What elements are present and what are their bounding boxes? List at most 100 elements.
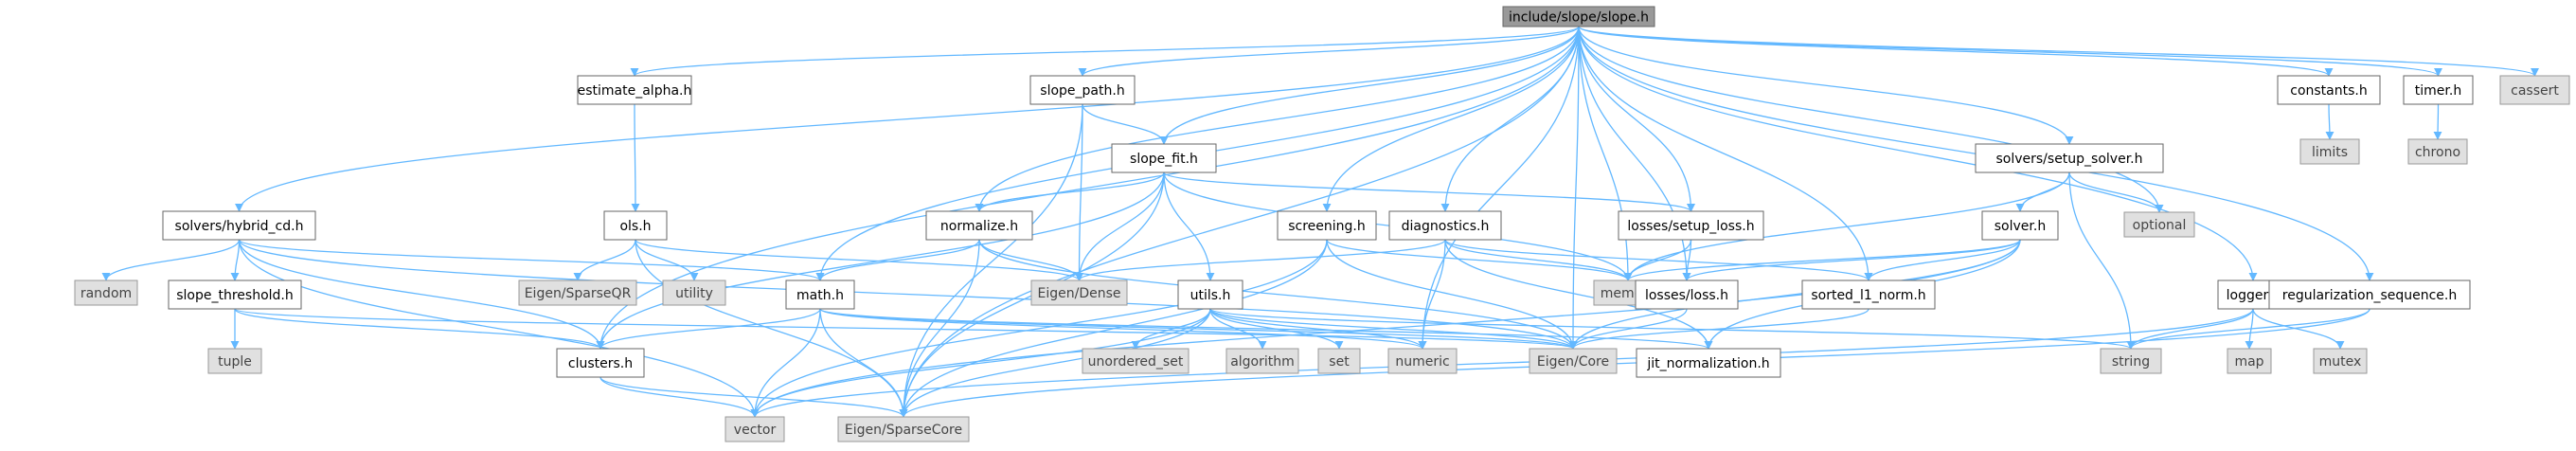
edge-utils-to-eigen_core — [1209, 308, 1578, 350]
edge-utils-to-algorithm — [1209, 308, 1267, 350]
edge-ols-to-utility — [635, 239, 699, 281]
node-timer[interactable]: timer.h — [2403, 75, 2474, 105]
node-label: jit_normalization.h — [1646, 356, 1769, 371]
node-label: normalize.h — [940, 219, 1018, 234]
edge-clusters-to-vector — [599, 376, 760, 418]
node-math[interactable]: math.h — [785, 280, 855, 310]
node-jit[interactable]: jit_normalization.h — [1636, 348, 1781, 378]
node-diagnostics[interactable]: diagnostics.h — [1388, 210, 1502, 241]
node-box — [2299, 138, 2360, 165]
node-box — [1317, 348, 1361, 374]
node-label: slope_fit.h — [1130, 152, 1198, 167]
node-label: utility — [675, 286, 713, 301]
edge-utils-to-sparsecore — [899, 308, 1211, 418]
node-algorithm: algorithm — [1225, 348, 1299, 374]
edge-slope_path-to-eigen_dense — [1074, 103, 1084, 281]
edge-utils-to-unordered_set — [1131, 308, 1211, 350]
node-box — [1636, 348, 1781, 378]
node-clusters[interactable]: clusters.h — [556, 348, 645, 378]
node-sorted-l1[interactable]: sorted_l1_norm.h — [1801, 280, 1936, 310]
edge-hybrid_cd-to-math — [238, 239, 825, 281]
node-label: screening.h — [1288, 219, 1366, 234]
node-box — [837, 416, 970, 442]
node-box — [1635, 280, 1739, 310]
edge-slope-to-hybrid_cd — [235, 26, 1580, 212]
edge-math-to-eigen_core — [819, 308, 1578, 350]
node-solver[interactable]: solver.h — [1981, 210, 2059, 241]
edge-math-to-sparsecore — [819, 308, 908, 418]
node-slope-threshold[interactable]: slope_threshold.h — [168, 280, 302, 310]
node-eigen-core: Eigen/Core — [1529, 348, 1618, 374]
node-label: constants.h — [2290, 83, 2367, 99]
node-ols[interactable]: ols.h — [603, 210, 668, 241]
node-cassert: cassert — [2499, 75, 2570, 105]
node-box — [2407, 138, 2468, 165]
node-loss[interactable]: losses/loss.h — [1635, 280, 1739, 310]
node-slope-path[interactable]: slope_path.h — [1029, 75, 1136, 105]
node-estimate-alpha[interactable]: estimate_alpha.h — [577, 75, 692, 105]
node-box — [662, 280, 726, 306]
node-label: diagnostics.h — [1402, 219, 1490, 234]
node-sparsecore: Eigen/SparseCore — [837, 416, 970, 442]
node-box — [925, 210, 1033, 241]
node-box — [1387, 348, 1458, 374]
edge-screening-to-vector — [750, 239, 1328, 418]
node-box — [2227, 348, 2272, 374]
node-label: slope_path.h — [1040, 83, 1124, 99]
node-box — [1277, 210, 1377, 241]
node-box — [1111, 143, 1217, 173]
node-label: chrono — [2415, 145, 2460, 160]
node-box — [1981, 210, 2059, 241]
node-label: losses/loss.h — [1645, 288, 1728, 303]
node-setup-loss[interactable]: losses/setup_loss.h — [1618, 210, 1764, 241]
node-label: Eigen/SparseCore — [845, 423, 962, 438]
node-map: map — [2227, 348, 2272, 374]
node-slope-fit[interactable]: slope_fit.h — [1111, 143, 1217, 173]
node-box — [603, 210, 668, 241]
edge-setup_solver-to-memory — [1623, 171, 2070, 281]
edge-slope_fit-to-utils — [1163, 171, 1215, 281]
node-label: math.h — [796, 288, 844, 303]
edge-slope-to-slope_path — [1078, 26, 1580, 77]
edge-slope-to-normalize — [975, 26, 1580, 212]
node-normalize[interactable]: normalize.h — [925, 210, 1033, 241]
edge-hybrid_cd-to-eigen_core — [238, 239, 1578, 350]
edge-normalize-to-math — [815, 239, 980, 281]
edge-setup_solver-to-optional — [2068, 171, 2164, 213]
node-box — [1030, 280, 1128, 306]
node-label: set — [1329, 354, 1350, 370]
dependency-edges — [101, 26, 2539, 418]
edge-logger-to-mutex — [2252, 308, 2345, 350]
node-utils[interactable]: utils.h — [1177, 280, 1243, 310]
edge-slope_path-to-sparsecore — [899, 103, 1083, 418]
node-setup-solver[interactable]: solvers/setup_solver.h — [1975, 143, 2164, 173]
node-box — [2403, 75, 2474, 105]
node-box — [2123, 211, 2195, 238]
node-box — [2268, 280, 2471, 310]
node-slope[interactable]: include/slope/slope.h — [1502, 6, 1655, 27]
edge-slope-to-constants — [1578, 26, 2334, 77]
edge-setup_loss-to-memory — [1623, 239, 1692, 281]
edge-solver-to-memory — [1623, 239, 2021, 281]
node-hybrid-cd[interactable]: solvers/hybrid_cd.h — [162, 210, 316, 241]
edge-diagnostics-to-sorted_l1 — [1444, 239, 1873, 281]
node-label: string — [2112, 354, 2150, 370]
node-reg-seq[interactable]: regularization_sequence.h — [2268, 280, 2471, 310]
edge-utils-to-string — [1209, 308, 2136, 350]
node-box — [2499, 75, 2570, 105]
node-box — [556, 348, 645, 378]
edge-normalize-to-sparsecore — [899, 239, 980, 418]
node-unordered-set: unordered_set — [1082, 348, 1190, 374]
node-box — [1618, 210, 1764, 241]
edge-slope-to-timer — [1578, 26, 2442, 77]
node-box — [724, 416, 785, 442]
node-label: Eigen/SparseQR — [525, 286, 632, 301]
edge-diagnostics-to-memory — [1444, 239, 1633, 281]
node-constants[interactable]: constants.h — [2277, 75, 2381, 105]
edge-ols-to-sparseqr — [573, 239, 636, 281]
node-box — [168, 280, 302, 310]
node-label: cassert — [2511, 83, 2559, 99]
node-label: logger.h — [2227, 288, 2281, 303]
node-screening[interactable]: screening.h — [1277, 210, 1377, 241]
